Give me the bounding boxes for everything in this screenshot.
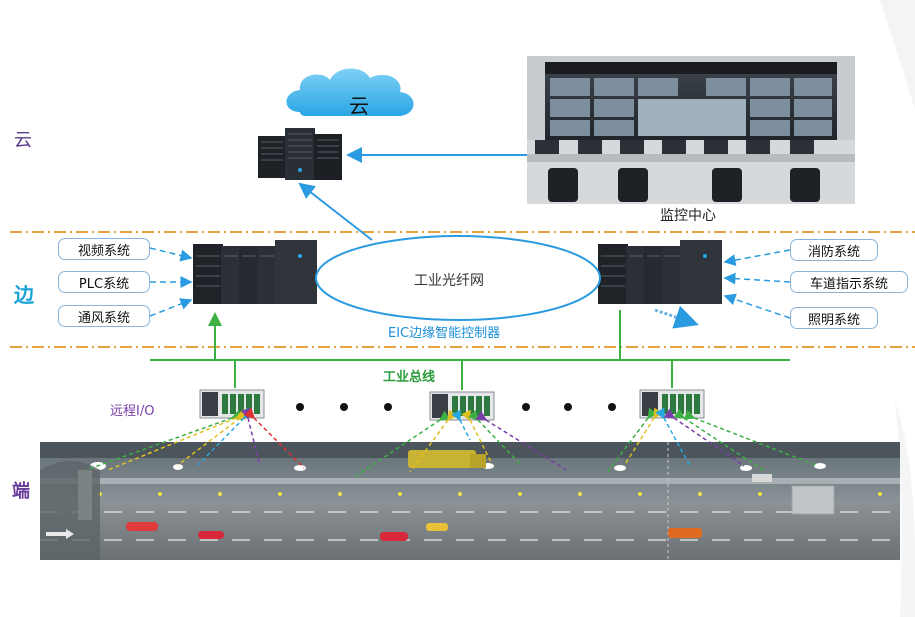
system-box-video: 视频系统 xyxy=(58,238,150,260)
tier-label-cloud: 云 xyxy=(14,130,32,151)
monitoring-center-image xyxy=(527,56,855,204)
car-icon xyxy=(126,522,702,541)
right-rack-shadow-arrow xyxy=(654,305,699,329)
remote-io-module-2 xyxy=(429,391,495,421)
tier-label-end: 端 xyxy=(12,481,30,502)
system-box-lighting: 照明系统 xyxy=(790,307,878,329)
system-box-ventilation: 通风系统 xyxy=(58,305,150,327)
cloud-label: 云 xyxy=(349,94,369,118)
eic-controller-label: EIC边缘智能控制器 xyxy=(388,326,501,341)
left-controller-rack-icon xyxy=(193,240,317,304)
tier-label-edge: 边 xyxy=(14,283,34,307)
fiber-network-label: 工业光纤网 xyxy=(414,273,484,289)
cloud-server-icon xyxy=(258,128,342,180)
ellipsis-dots xyxy=(296,403,616,411)
right-controller-rack-icon xyxy=(598,240,722,304)
tunnel-scene xyxy=(40,442,900,560)
system-box-plc: PLC系统 xyxy=(58,271,150,293)
remote-io-module-3 xyxy=(639,389,705,419)
fiber-network-ellipse xyxy=(315,235,601,321)
fiber-to-cloud-arrow xyxy=(298,182,373,241)
industrial-bus-label: 工业总线 xyxy=(383,370,436,385)
cloud-icon xyxy=(286,68,414,116)
corner-decoration xyxy=(880,0,915,110)
remote-io-label: 远程I/O xyxy=(110,404,155,419)
system-box-lane-indicator: 车道指示系统 xyxy=(790,271,908,293)
remote-io-module-1 xyxy=(199,389,265,419)
monitor-center-label: 监控中心 xyxy=(660,208,716,224)
system-box-fire: 消防系统 xyxy=(790,239,878,261)
